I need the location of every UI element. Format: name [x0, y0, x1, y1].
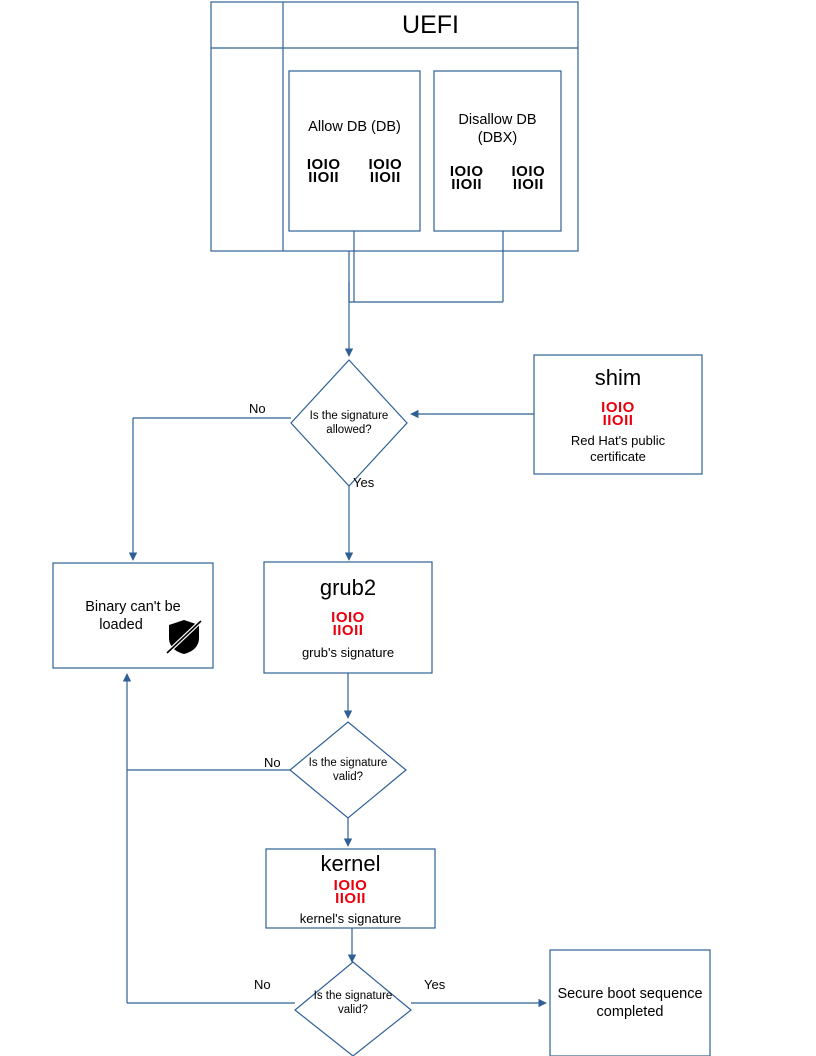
- allow-db-label: Allow DB (DB): [308, 119, 401, 135]
- decision2-line1: Is the signature: [308, 757, 388, 769]
- decision2-no-label: No: [264, 755, 281, 770]
- decision2-line2: valid?: [332, 771, 364, 783]
- disallow-db-label-line2: (DBX): [477, 130, 518, 146]
- failure-box: Binary can't be loaded: [53, 563, 213, 668]
- decision1-no-label: No: [249, 401, 266, 416]
- shim-caption-line1: Red Hat's public: [570, 432, 666, 448]
- grub2-title: grub2: [319, 574, 377, 600]
- decision1-line2: allowed?: [326, 424, 372, 436]
- success-box: Secure boot sequence completed: [550, 950, 710, 1056]
- success-line2: completed: [596, 1004, 664, 1020]
- shim-caption-line2: certificate: [590, 448, 646, 464]
- decision3-no-label: No: [254, 977, 271, 992]
- blocked-shield-icon: [165, 618, 203, 656]
- decision3-line2: valid?: [337, 1004, 369, 1016]
- kernel-title: kernel: [320, 850, 381, 876]
- failure-line1: Binary can't be: [85, 598, 181, 615]
- disallow-db-label-line1: Disallow DB: [458, 112, 537, 128]
- decision3-yes-label: Yes: [424, 977, 446, 992]
- decision1-yes-label: Yes: [353, 475, 375, 490]
- decision1-line1: Is the signature: [309, 410, 389, 422]
- kernel-caption: kernel's signature: [299, 910, 402, 926]
- uefi-title: UEFI: [283, 2, 578, 48]
- grub2-caption: grub's signature: [301, 644, 395, 660]
- decision-signature-allowed: Is the signature allowed?: [288, 399, 410, 447]
- decision-kernel-signature-valid: Is the signature valid?: [292, 986, 414, 1020]
- decision3-line1: Is the signature: [313, 990, 393, 1002]
- success-line1: Secure boot sequence: [557, 986, 703, 1002]
- uefi-title-label: UEFI: [402, 10, 459, 39]
- failure-line2: loaded: [99, 616, 143, 633]
- decision-grub-signature-valid: Is the signature valid?: [287, 753, 409, 787]
- shim-title: shim: [594, 364, 642, 390]
